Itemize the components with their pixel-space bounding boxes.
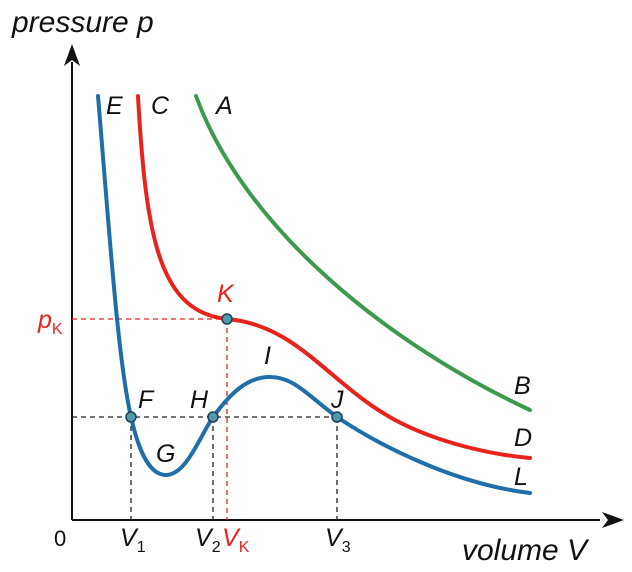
label-b: B (514, 372, 531, 400)
guide-lines (72, 318, 338, 520)
y-axis-title: pressure p (11, 6, 154, 39)
y-axis-arrow (64, 44, 80, 66)
vk-label: VK (222, 524, 250, 556)
label-a: A (214, 92, 233, 120)
label-g: G (156, 440, 175, 468)
marked-points (125, 313, 343, 423)
point-k (221, 313, 233, 325)
point-h (207, 411, 219, 423)
point-j (331, 411, 343, 423)
axes (64, 44, 624, 528)
label-k: K (217, 280, 235, 308)
label-j: J (330, 386, 344, 414)
v1-label: V1 (120, 524, 146, 556)
blue-isotherm-el (96, 94, 532, 495)
green-isotherm-ab (194, 94, 532, 412)
origin-label: 0 (54, 526, 66, 551)
label-d: D (514, 424, 532, 452)
pk-label: pK (37, 306, 63, 338)
red-critical-isotherm-cd (136, 94, 532, 460)
x-axis-title: volume V (462, 534, 590, 567)
v2-label: V2 (195, 524, 221, 556)
label-f: F (138, 386, 155, 414)
label-i: I (264, 342, 271, 370)
label-e: E (106, 92, 123, 120)
label-c: C (151, 92, 170, 120)
point-f (125, 411, 137, 423)
label-l: L (514, 463, 528, 491)
v3-label: V3 (325, 524, 351, 556)
label-h: H (190, 386, 209, 414)
x-axis-arrow (602, 512, 624, 528)
